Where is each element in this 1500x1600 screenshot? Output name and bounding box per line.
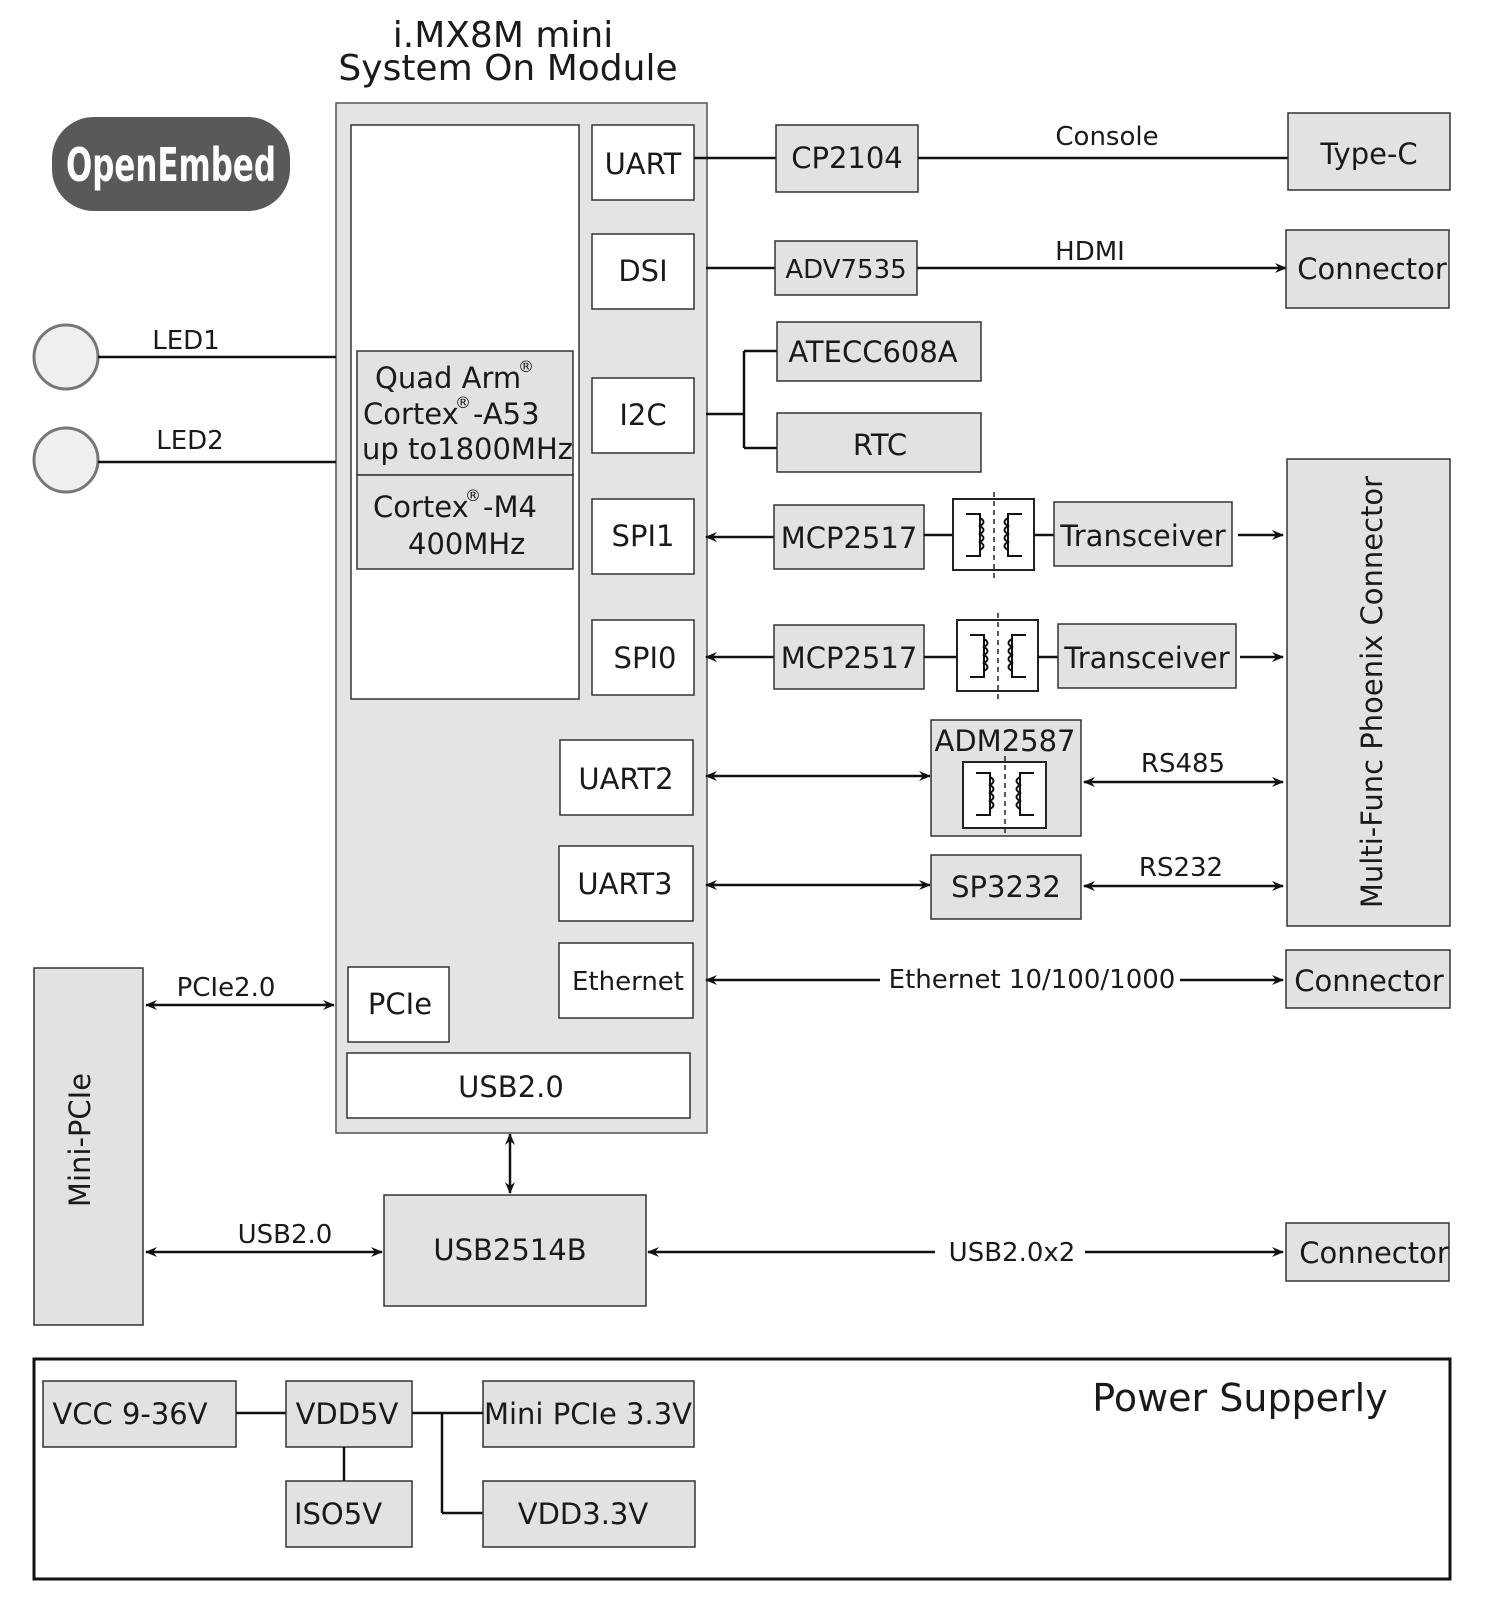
uart-port (591, 124, 695, 201)
a53-reg-2: ® (455, 393, 471, 412)
vdd3v3-label: VDD3.3V (518, 1497, 649, 1531)
mini-pcie-3v3-label: Mini PCIe 3.3V (484, 1397, 692, 1431)
a53-line2: Cortex (363, 397, 459, 431)
isolation-transformer-icon (952, 492, 1035, 578)
ethernet-port (558, 942, 694, 1019)
led1-indicator (32, 323, 100, 391)
uart2-label: UART2 (578, 762, 673, 796)
usb2514b-hub (383, 1194, 647, 1307)
ethernet-label: Ethernet (572, 967, 684, 997)
a53-reg-1: ® (518, 357, 534, 376)
typec-connector (1287, 112, 1451, 191)
transceiver-label-1: Transceiver (1059, 519, 1225, 553)
pcie-port (347, 966, 450, 1043)
som-title-line2: System On Module (338, 48, 677, 89)
iso5v-label: ISO5V (294, 1497, 382, 1531)
rs232-label: RS232 (1139, 853, 1223, 883)
vdd5v-label: VDD5V (296, 1397, 399, 1431)
spi1-port (591, 498, 695, 575)
isolation-transformer-icon (956, 613, 1039, 699)
isolation-transformer-icon (962, 756, 1047, 836)
led2-indicator (32, 426, 100, 494)
openembed-logo: OpenEmbed (52, 117, 290, 211)
mini-pcie-3v3-rail (482, 1380, 695, 1448)
transceiver-2 (1057, 623, 1237, 689)
hdmi-label: HDMI (1055, 237, 1125, 267)
m4-line1: Cortex (373, 490, 469, 524)
a53-line3: up to1800MHz (362, 432, 573, 466)
spi1-label: SPI1 (612, 519, 675, 553)
pcie-label: PCIe (368, 987, 432, 1021)
usb-port (346, 1052, 691, 1119)
power-supply-section (32, 1357, 1452, 1581)
i2c-port (591, 377, 695, 454)
usb-connector (1285, 1222, 1450, 1282)
rtc-chip (776, 412, 982, 473)
spi0-label: SPI0 (614, 641, 677, 675)
usb-connector-label: Connector (1299, 1236, 1449, 1270)
uart3-label: UART3 (577, 867, 672, 901)
dsi-label: DSI (618, 254, 667, 288)
adv7535-chip (774, 240, 918, 296)
uart3-port (558, 845, 694, 922)
usb2514b-label: USB2514B (433, 1233, 586, 1267)
rtc-label: RTC (853, 428, 907, 462)
uart-label: UART (605, 147, 682, 181)
transceiver-1 (1053, 501, 1233, 567)
uart2-port (559, 739, 694, 816)
pcie2-label: PCIe2.0 (177, 973, 276, 1003)
phoenix-connector-label: Multi-Func Phoenix Connector (1355, 476, 1389, 908)
typec-label: Type-C (1319, 137, 1417, 171)
cp2104-chip (775, 124, 919, 193)
ethernet-connector (1285, 949, 1451, 1009)
sp3232-label: SP3232 (951, 870, 1061, 904)
usb-x2-label: USB2.0x2 (949, 1238, 1076, 1268)
som-title-line1: i.MX8M mini (393, 15, 613, 56)
dsi-port (591, 233, 695, 310)
phoenix-connector (1286, 458, 1451, 927)
led2-label: LED2 (156, 426, 223, 456)
usb-label: USB2.0 (458, 1070, 564, 1104)
atecc608a-label: ATECC608A (788, 335, 957, 369)
cortex-a53-block: Quad Arm ® Cortex ® -A53 up to1800MHz (356, 350, 574, 476)
transceiver-label-2: Transceiver (1063, 641, 1229, 675)
atecc608a-chip (776, 321, 982, 382)
usb-mini-label: USB2.0 (238, 1220, 333, 1250)
sp3232-chip (930, 854, 1082, 920)
hdmi-connector (1285, 229, 1450, 309)
logo-text: OpenEmbed (66, 138, 276, 192)
a53-line1: Quad Arm (375, 361, 521, 395)
power-supply-title: Power Supperly (1092, 1376, 1387, 1420)
console-label: Console (1055, 122, 1158, 152)
rs485-label: RS485 (1141, 749, 1225, 779)
iso5v-rail (285, 1480, 413, 1548)
vcc-label: VCC 9-36V (52, 1397, 207, 1431)
adv7535-label: ADV7535 (785, 255, 906, 285)
ethernet-link-label: Ethernet 10/100/1000 (889, 965, 1176, 995)
vdd3v3-rail (482, 1480, 696, 1548)
i2c-label: I2C (619, 398, 666, 432)
mcp2517-chip-2 (773, 624, 925, 690)
m4-reg: ® (465, 486, 481, 505)
adm2587-label: ADM2587 (935, 724, 1076, 758)
spi0-port (591, 619, 695, 696)
led1-label: LED1 (152, 326, 219, 356)
m4-line2: 400MHz (408, 527, 525, 561)
cp2104-label: CP2104 (791, 141, 903, 175)
hdmi-connector-label: Connector (1297, 252, 1447, 286)
ethernet-connector-label: Connector (1294, 964, 1444, 998)
mcp2517-label-2: MCP2517 (781, 641, 918, 675)
cortex-m4-block: Cortex ® -M4 400MHz (356, 474, 574, 570)
mini-pcie-slot (33, 967, 144, 1326)
m4-line1b: -M4 (483, 490, 537, 524)
mini-pcie-label: Mini-PCIe (63, 1073, 97, 1207)
mcp2517-chip-1 (773, 504, 925, 570)
a53-line2b: -A53 (473, 397, 540, 431)
mcp2517-label-1: MCP2517 (781, 521, 918, 555)
